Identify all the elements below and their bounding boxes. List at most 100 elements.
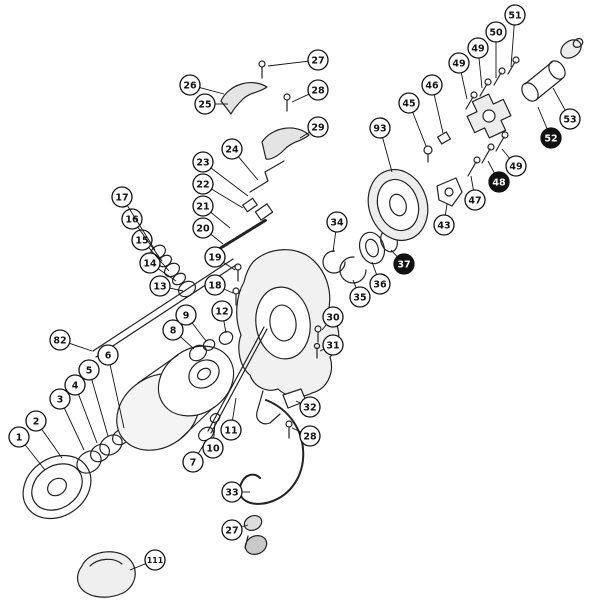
callout-49: 49 <box>501 148 527 177</box>
callout-8: 8 <box>162 319 195 350</box>
callout-31: 31 <box>319 334 344 356</box>
callout-5: 5 <box>78 359 109 437</box>
callout-label: 9 <box>183 310 190 321</box>
callout-label: 31 <box>326 340 339 351</box>
callout-label: 6 <box>105 350 112 361</box>
callout-label: 2 <box>33 416 40 427</box>
callout-16: 16 <box>121 208 163 262</box>
callout-37: 37 <box>390 249 415 275</box>
rotor-nut-assembly <box>322 169 429 284</box>
callout-18: 18 <box>204 274 234 296</box>
callout-36: 36 <box>369 261 391 295</box>
callout-label: 21 <box>196 201 209 212</box>
bail-arm-parts <box>220 60 310 160</box>
callout-label: 49 <box>509 161 522 172</box>
side-cover <box>76 551 136 598</box>
callout-label: 43 <box>437 220 450 231</box>
callout-label: 14 <box>143 258 157 269</box>
bail-wire-assembly <box>238 399 305 555</box>
callout-label: 52 <box>544 133 557 144</box>
callout-4: 4 <box>64 374 98 444</box>
callout-label: 18 <box>208 280 222 291</box>
callout-25: 25 <box>194 93 228 115</box>
callout-13: 13 <box>149 275 184 297</box>
callout-20: 20 <box>192 217 224 245</box>
callout-label: 8 <box>170 325 177 336</box>
callout-27: 27 <box>221 519 249 541</box>
callout-51: 51 <box>504 4 526 68</box>
callout-label: 27 <box>225 525 238 536</box>
callout-50: 50 <box>485 21 507 78</box>
callout-label: 82 <box>53 335 66 346</box>
callout-32: 32 <box>295 396 321 418</box>
artwork-layer <box>22 38 584 598</box>
callout-label: 47 <box>468 195 481 206</box>
callout-12: 12 <box>211 300 233 334</box>
anti-reverse-parts <box>423 131 463 207</box>
callout-6: 6 <box>97 344 125 429</box>
callout-34: 34 <box>326 211 348 253</box>
callout-label: 3 <box>57 394 64 405</box>
callout-82: 82 <box>49 329 93 352</box>
callout-label: 12 <box>215 306 228 317</box>
callout-label: 34 <box>330 217 344 228</box>
callout-53: 53 <box>552 87 581 130</box>
callout-label: 22 <box>196 179 209 190</box>
callout-7: 7 <box>182 440 207 473</box>
callout-48: 48 <box>487 160 510 193</box>
callout-28: 28 <box>291 425 321 447</box>
callout-29: 29 <box>299 116 329 139</box>
callout-label: 45 <box>402 98 415 109</box>
callout-33: 33 <box>221 481 250 503</box>
callout-19: 19 <box>204 246 236 271</box>
callout-47: 47 <box>464 175 486 211</box>
callout-28: 28 <box>291 79 329 103</box>
callout-layer: 1234567891011121314151617181920212223242… <box>8 4 581 571</box>
callout-label: 93 <box>373 123 386 134</box>
callout-label: 37 <box>397 259 410 270</box>
callout-label: 51 <box>508 10 521 21</box>
callout-label: 16 <box>125 214 139 225</box>
callout-11: 11 <box>220 397 242 441</box>
callout-label: 35 <box>353 292 366 303</box>
callout-label: 17 <box>115 192 128 203</box>
callout-label: 49 <box>452 58 465 69</box>
callout-1: 1 <box>8 426 46 471</box>
callout-label: 7 <box>190 457 197 468</box>
callout-label: 26 <box>183 80 197 91</box>
spool-assembly <box>22 345 235 520</box>
callout-label: 25 <box>198 99 211 110</box>
reel-body <box>236 249 340 425</box>
callout-label: 30 <box>326 312 340 323</box>
callout-label: 1 <box>16 432 23 443</box>
callout-label: 53 <box>563 114 576 125</box>
callout-49: 49 <box>467 37 489 89</box>
callout-label: 46 <box>425 80 439 91</box>
callout-label: 27 <box>311 55 324 66</box>
callout-3: 3 <box>49 388 85 451</box>
callout-label: 32 <box>303 402 316 413</box>
callout-30: 30 <box>321 306 344 331</box>
pinion-shaft-parts <box>189 326 268 442</box>
callout-43: 43 <box>433 203 455 236</box>
callout-24: 24 <box>221 138 259 181</box>
callout-9: 9 <box>175 304 207 342</box>
body-screws-30-31 <box>313 325 322 359</box>
callout-label: 48 <box>492 177 506 188</box>
small-screws-18-19 <box>232 263 242 306</box>
callout-label: 36 <box>373 279 387 290</box>
callout-label: 23 <box>196 157 209 168</box>
callout-35: 35 <box>349 279 371 308</box>
callout-label: 19 <box>208 252 221 263</box>
callout-14: 14 <box>139 252 177 282</box>
callout-label: 50 <box>489 27 503 38</box>
callout-111: 111 <box>129 549 166 571</box>
callout-45: 45 <box>398 92 427 147</box>
callout-49: 49 <box>448 52 470 100</box>
callout-label: 20 <box>196 223 210 234</box>
callout-label: 11 <box>224 425 237 436</box>
callout-46: 46 <box>421 74 444 134</box>
callout-label: 111 <box>147 556 163 565</box>
